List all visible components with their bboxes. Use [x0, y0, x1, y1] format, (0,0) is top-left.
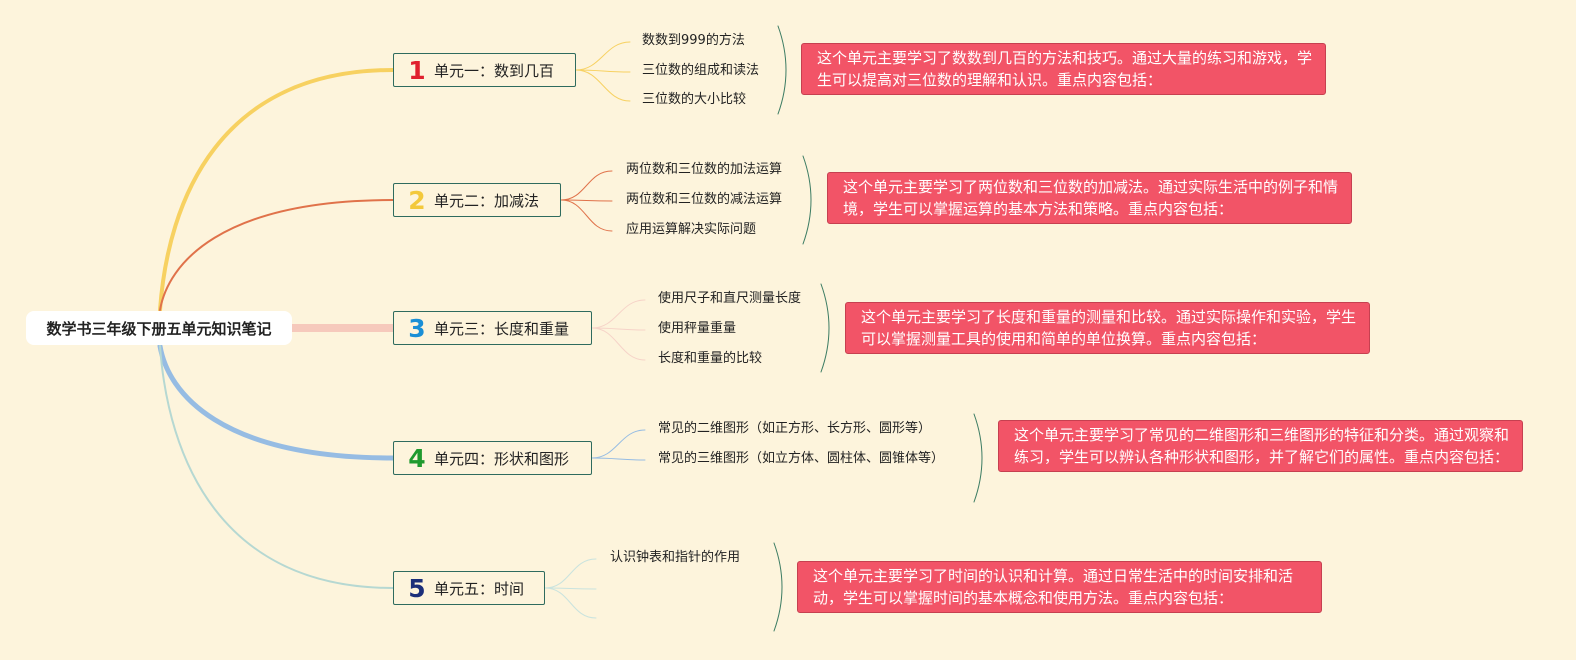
summary-note-5[interactable]: 这个单元主要学习了时间的认识和计算。通过日常生活中的时间安排和活动，学生可以掌握… [797, 561, 1322, 613]
branch-line-2 [159, 199, 394, 311]
topic-item[interactable]: 应用运算解决实际问题 [626, 222, 757, 237]
unit-node-4[interactable]: 4 单元四：形状和图形 [393, 441, 592, 475]
summary-note-1[interactable]: 这个单元主要学习了数数到几百的方法和技巧。通过大量的练习和游戏，学生可以提高对三… [801, 43, 1326, 95]
root-title: 数学书三年级下册五单元知识笔记 [46, 319, 272, 338]
unit-title: 单元三：长度和重量 [434, 319, 570, 338]
bracket-4 [973, 413, 983, 503]
topic-line-5-1 [544, 558, 597, 589]
unit-title: 单元二：加减法 [434, 191, 540, 210]
unit-number-icon: 1 [408, 55, 426, 85]
branch-line-1 [158, 68, 395, 312]
root-node[interactable]: 数学书三年级下册五单元知识笔记 [26, 311, 292, 345]
summary-note-3[interactable]: 这个单元主要学习了长度和重量的测量和比较。通过实际操作和实验，学生可以掌握测量工… [845, 302, 1370, 354]
summary-note-4[interactable]: 这个单元主要学习了常见的二维图形和三维图形的特征和分类。通过观察和练习，学生可以… [998, 420, 1523, 472]
topic-item[interactable]: 认识钟表和指针的作用 [610, 550, 741, 565]
topic-line-1-3 [575, 69, 631, 102]
topic-item[interactable]: 数数到999的方法 [642, 33, 745, 48]
topic-item[interactable]: 常见的二维图形（如正方形、长方形、圆形等） [658, 421, 932, 436]
topic-item[interactable]: 两位数和三位数的加法运算 [626, 162, 783, 177]
unit-number-icon: 3 [408, 313, 426, 343]
topic-line-5-3 [544, 587, 597, 619]
branch-line-4 [157, 343, 396, 461]
topic-item[interactable]: 三位数的大小比较 [642, 92, 747, 107]
topic-line-1-1 [575, 41, 631, 71]
topic-item[interactable]: 常见的三维图形（如立方体、圆柱体、圆锥体等） [658, 451, 945, 466]
topic-item[interactable]: 两位数和三位数的减法运算 [626, 192, 783, 207]
bracket-3 [820, 283, 830, 373]
bracket-5 [773, 542, 783, 632]
topic-line-3-1 [591, 299, 646, 329]
topic-line-5-2 [544, 587, 597, 590]
unit-number-icon: 5 [408, 573, 426, 603]
summary-note-2[interactable]: 这个单元主要学习了两位数和三位数的加减法。通过实际生活中的例子和情境，学生可以掌… [827, 172, 1352, 224]
unit-node-2[interactable]: 2 单元二：加减法 [393, 183, 561, 217]
branch-line-5 [159, 345, 394, 589]
unit-title: 单元一：数到几百 [434, 61, 555, 80]
unit-title: 单元四：形状和图形 [434, 449, 570, 468]
topic-line-4-1 [591, 429, 646, 459]
topic-item[interactable]: 三位数的组成和读法 [642, 63, 760, 78]
unit-number-icon: 2 [408, 185, 426, 215]
topic-line-2-3 [560, 199, 613, 232]
topic-line-3-2 [591, 327, 646, 331]
unit-node-1[interactable]: 1 单元一：数到几百 [393, 53, 576, 87]
topic-line-2-1 [560, 170, 613, 201]
topic-item[interactable]: 使用尺子和直尺测量长度 [658, 291, 802, 306]
topic-item[interactable]: 长度和重量的比较 [658, 351, 763, 366]
topic-item[interactable]: 使用秤量重量 [658, 321, 737, 336]
topic-line-3-3 [591, 327, 646, 361]
bracket-1 [777, 25, 787, 115]
unit-number-icon: 4 [408, 443, 426, 473]
unit-node-3[interactable]: 3 单元三：长度和重量 [393, 311, 592, 345]
unit-node-5[interactable]: 5 单元五：时间 [393, 571, 545, 605]
topic-line-2-2 [560, 199, 613, 202]
unit-title: 单元五：时间 [434, 579, 525, 598]
bracket-2 [802, 155, 812, 245]
topic-line-1-2 [575, 69, 631, 73]
topic-line-4-2 [591, 457, 646, 461]
